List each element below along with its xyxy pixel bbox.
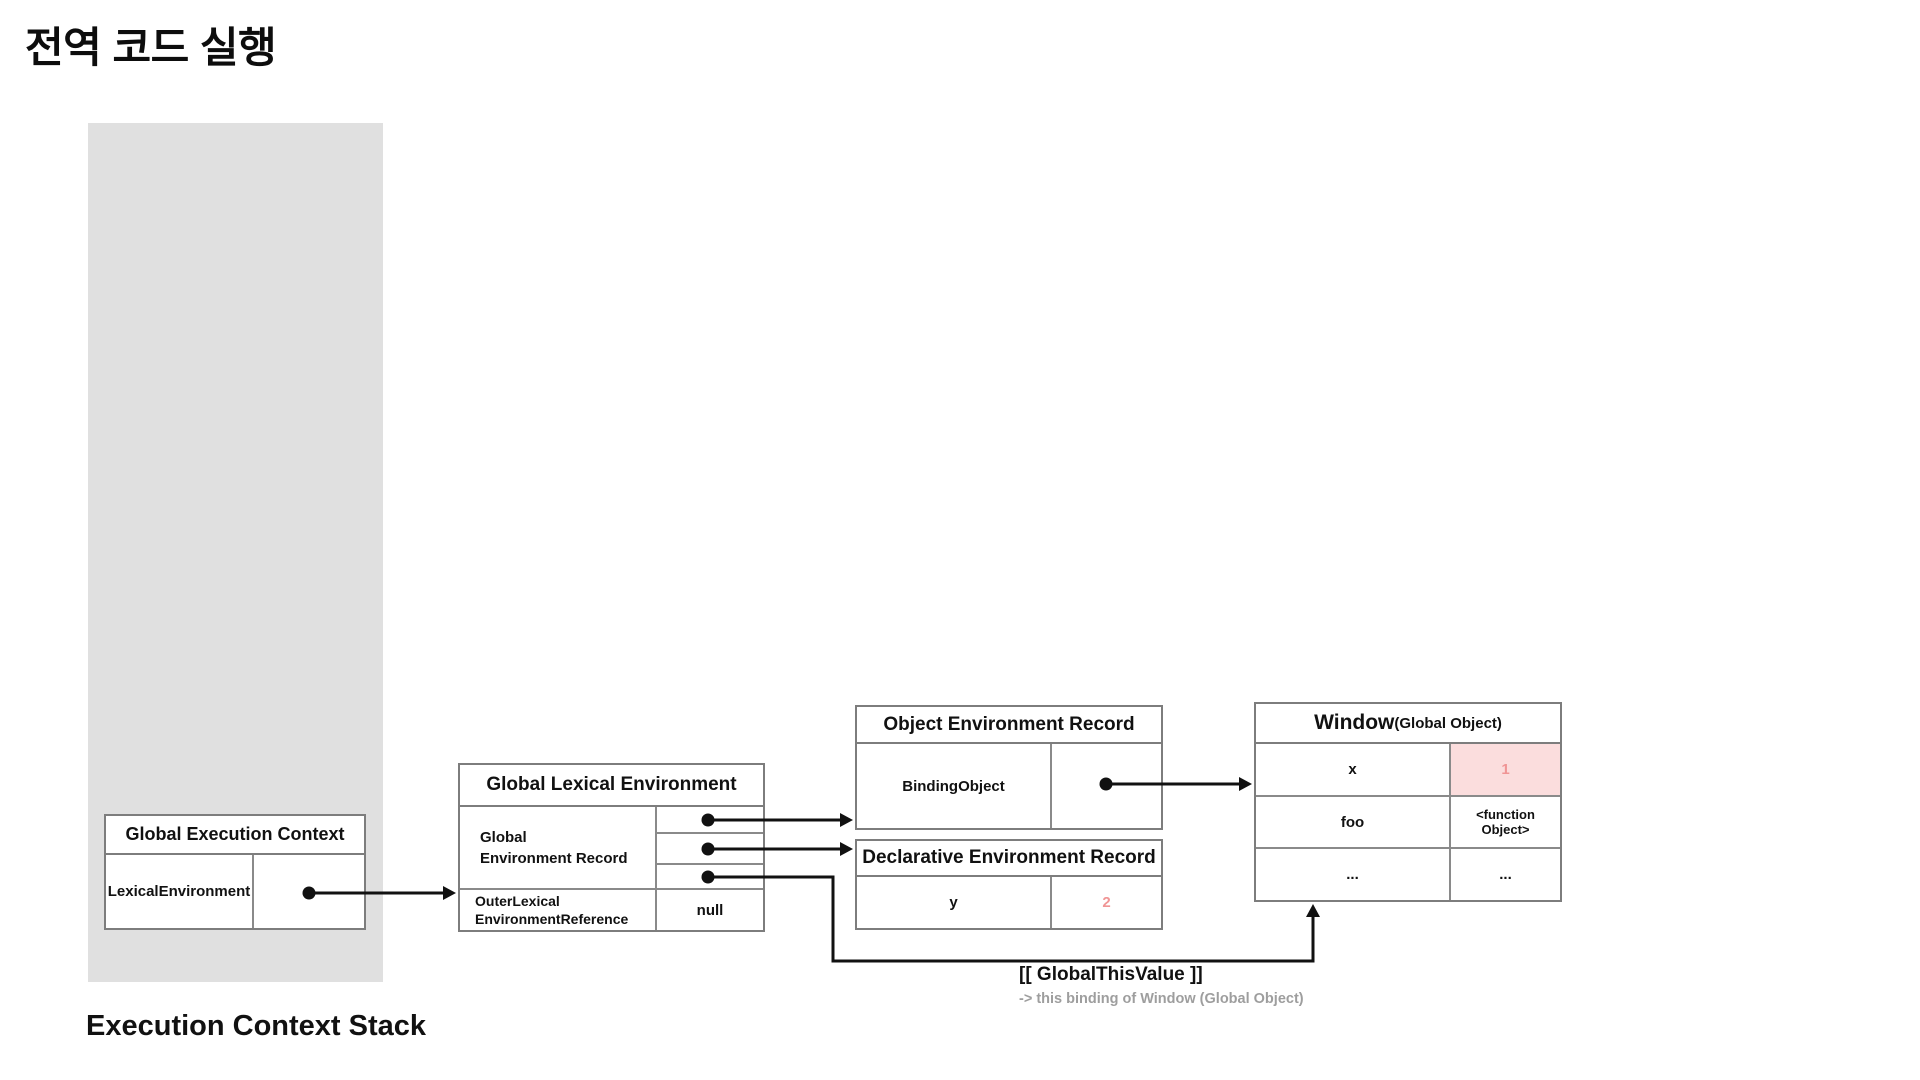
global-execution-context-header: Global Execution Context bbox=[106, 816, 364, 855]
arrowhead-global-this-to-window bbox=[1306, 904, 1320, 917]
window-x-value-cell: 1 bbox=[1451, 744, 1560, 795]
global-environment-record-cell: Global Environment Record bbox=[460, 807, 655, 890]
window-foo-key-cell: foo bbox=[1256, 797, 1451, 847]
binding-object-cell: BindingObject bbox=[857, 744, 1052, 828]
window-global-object-box: Window(Global Object) x 1 foo <function … bbox=[1254, 702, 1562, 902]
window-header: Window(Global Object) bbox=[1256, 704, 1560, 744]
global-this-value-note: -> this binding of Window (Global Object… bbox=[1019, 991, 1304, 1007]
object-environment-record-box: Object Environment Record BindingObject bbox=[855, 705, 1163, 830]
global-environment-record-line1: Global bbox=[480, 828, 527, 846]
global-execution-context-box: Global Execution Context LexicalEnvironm… bbox=[104, 814, 366, 930]
global-lexical-environment-header: Global Lexical Environment bbox=[460, 765, 763, 807]
arrowhead-binding-object-to-window bbox=[1239, 777, 1252, 791]
window-row-foo: foo <function Object> bbox=[1256, 797, 1560, 849]
variable-y-value-cell: 2 bbox=[1102, 894, 1111, 911]
variable-y-cell: y bbox=[857, 877, 1052, 928]
declarative-environment-record-box: Declarative Environment Record y 2 bbox=[855, 839, 1163, 930]
window-foo-value-cell: <function Object> bbox=[1476, 807, 1535, 837]
object-record-pointer-cell bbox=[657, 807, 763, 834]
window-ellipsis-value-cell: ... bbox=[1499, 866, 1512, 883]
outer-reference-line2: EnvironmentReference bbox=[475, 911, 629, 927]
global-environment-record-line2: Environment Record bbox=[480, 849, 628, 867]
lexical-environment-cell: LexicalEnvironment bbox=[106, 855, 254, 928]
window-row-x: x 1 bbox=[1256, 744, 1560, 797]
window-row-ellipsis: ... ... bbox=[1256, 849, 1560, 900]
window-title: Window bbox=[1314, 711, 1395, 734]
window-subtitle: (Global Object) bbox=[1394, 714, 1502, 732]
window-x-key-cell: x bbox=[1256, 744, 1451, 795]
outer-reference-null-cell: null bbox=[696, 901, 724, 919]
declarative-environment-record-header: Declarative Environment Record bbox=[857, 841, 1161, 877]
window-ellipsis-key-cell: ... bbox=[1256, 849, 1451, 900]
global-this-pointer-cell bbox=[657, 865, 763, 890]
outer-lexical-environment-reference-cell: OuterLexical EnvironmentReference bbox=[460, 890, 655, 930]
binding-object-pointer-cell bbox=[1052, 744, 1161, 828]
lexical-environment-pointer-cell bbox=[254, 855, 364, 928]
outer-reference-line1: OuterLexical bbox=[475, 893, 560, 909]
global-lexical-environment-box: Global Lexical Environment Global Enviro… bbox=[458, 763, 765, 932]
object-environment-record-header: Object Environment Record bbox=[857, 707, 1161, 744]
page-title: 전역 코드 실행 bbox=[25, 24, 277, 71]
arrowhead-lexical-to-gle bbox=[443, 886, 456, 900]
execution-context-stack-label: Execution Context Stack bbox=[86, 1010, 427, 1042]
arrowhead-gle-to-der bbox=[840, 842, 853, 856]
declarative-record-pointer-cell bbox=[657, 834, 763, 865]
global-this-value-label: [[ GlobalThisValue ]] bbox=[1019, 964, 1203, 985]
arrowhead-gle-to-oer bbox=[840, 813, 853, 827]
